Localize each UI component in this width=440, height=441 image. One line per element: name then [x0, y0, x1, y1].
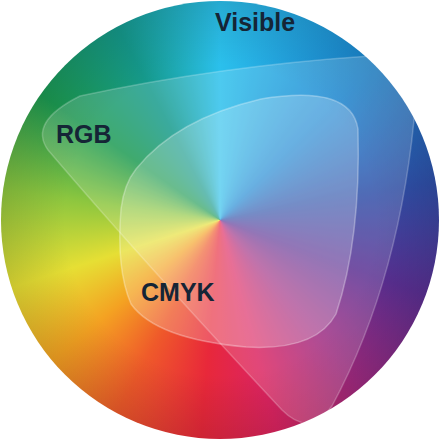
- rgb-gamut: RGB CMYK: [20, 26, 435, 436]
- gamut-label: CMYK: [141, 279, 215, 307]
- gamut-label: Visible: [215, 9, 295, 37]
- cmyk-gamut: CMYK: [116, 89, 366, 354]
- rgb-gamut-shape: [42, 55, 416, 423]
- cmyk-gamut-shape: [120, 95, 359, 347]
- gamut-label: RGB: [56, 121, 112, 149]
- cmyk-gamut-outline: [116, 89, 366, 354]
